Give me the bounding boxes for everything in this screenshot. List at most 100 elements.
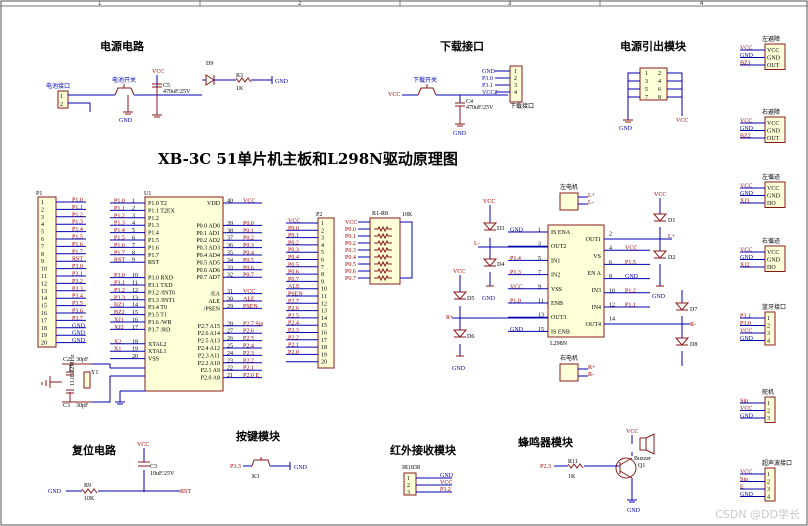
module-pin: 1 — [767, 316, 770, 322]
svg-text:Q1: Q1 — [638, 463, 645, 469]
rarr-net: VCC — [345, 220, 357, 226]
p2-pin-num: 2 — [321, 228, 324, 234]
power-out-gnd: GND — [619, 126, 633, 132]
l298n-left-num: 1 — [538, 228, 541, 234]
mcu-left-net: P1.3 — [114, 221, 125, 227]
p2-net-label: P0.2 — [288, 240, 299, 246]
svg-text:D4: D4 — [497, 262, 504, 268]
module-pin: GND — [767, 129, 781, 135]
c3-val: 30pF — [76, 403, 89, 409]
p1-net-label: P1.4 — [72, 227, 83, 233]
module-pin: GND — [767, 258, 781, 264]
p1-net-label: GND — [72, 338, 86, 344]
c5-ref: C5 — [163, 83, 170, 89]
l298n-right-pin: EN A — [588, 271, 602, 277]
module-net: GND — [740, 53, 754, 59]
svg-text:R-: R- — [690, 322, 696, 328]
p2-pin-num: 4 — [321, 243, 324, 249]
mcu-right-net: P0.3 — [243, 243, 254, 249]
mcu-right-net: P0.6 — [243, 265, 254, 271]
mcu-right-pin: /EA — [210, 292, 220, 298]
module-net: VCC — [740, 184, 752, 190]
mcu-right-net: PSEN — [243, 304, 258, 310]
module-pin: OUT — [767, 136, 780, 142]
heading-download: 下载接口 — [440, 39, 484, 53]
l298n-right-num: 6 — [609, 260, 612, 266]
module-title: 左循迹 — [762, 173, 780, 181]
mcu-right-pin: P0.2 AD2 — [196, 238, 220, 244]
u1-ref: U1 — [144, 191, 151, 197]
l298n-right-net: P1.5 — [625, 260, 636, 266]
mcu-right-net: P2.1 — [243, 366, 254, 372]
l298n-left-pin: IN1 — [551, 258, 560, 264]
svg-text:L+: L+ — [668, 234, 676, 240]
mcu-right-net: P0.4 — [243, 251, 254, 257]
frame-col-4: 4 — [700, 1, 704, 7]
svg-text:2: 2 — [514, 76, 517, 82]
mcu-left-pin: P1.2 — [148, 216, 159, 222]
l298n-left-num: 15 — [538, 327, 544, 333]
module-pin: OUT — [767, 63, 780, 69]
mcu-left-net: BZ1 — [114, 303, 125, 309]
mcu-right-pin: P0.4 AD4 — [196, 253, 220, 259]
p1-pin-num: 3 — [41, 215, 44, 221]
module-pin: 2 — [767, 409, 770, 415]
svg-text:GND: GND — [482, 69, 496, 75]
y1-ref: Y1 — [91, 370, 98, 376]
module-pin: 1 — [767, 401, 770, 407]
p1-net-label: GND — [72, 331, 86, 337]
mcu-right-net: P2.4 — [243, 344, 254, 350]
mcu-left-num: 13 — [132, 295, 138, 301]
svg-text:3: 3 — [407, 490, 410, 496]
p1-net-label: P3.1 — [72, 272, 83, 278]
mcu-left-pin: VSS — [148, 357, 159, 363]
l298n-left-num: 11 — [538, 299, 544, 305]
rarr-net: P0.5 — [345, 262, 356, 268]
heading-power: 电源电路 — [100, 39, 145, 53]
module-pin: 4 — [767, 495, 770, 501]
p2-net-label: P2.1 — [288, 343, 299, 349]
motor-right-label: 右电机 — [560, 354, 578, 362]
mcu-left-net: XJ2 — [114, 325, 124, 331]
mcu-right-pin: P2.4 A12 — [198, 346, 220, 352]
rarr-net: P0.6 — [345, 269, 356, 275]
p1-pin-num: 18 — [41, 326, 47, 332]
download-connector-name: 下载接口 — [510, 102, 534, 110]
p2-net-label: P2.3 — [288, 328, 299, 334]
p2-net-label: P0.5 — [288, 262, 299, 268]
p2-net-label: P0.3 — [288, 248, 299, 254]
mcu-right-pin: ALE — [208, 299, 220, 305]
download-gnd: GND — [453, 131, 467, 137]
c3-reset-ref: C3 — [150, 464, 157, 470]
svg-text:D8: D8 — [690, 342, 697, 348]
svg-text:GND: GND — [294, 465, 308, 471]
svg-text:VCC: VCC — [626, 429, 638, 435]
mcu-left-net: P1.0 — [114, 199, 125, 205]
power-gnd-right: GND — [275, 79, 289, 85]
p2-pin-num: 19 — [321, 352, 327, 358]
p1-pin-num: 16 — [41, 311, 47, 317]
p2-pin-num: 1 — [321, 221, 324, 227]
module-pin: 1 — [767, 472, 770, 478]
p2-net-label: VCC — [288, 219, 300, 225]
l298n-left-pin: VSS — [551, 287, 562, 293]
mcu-right-net: P2.3 — [243, 351, 254, 357]
svg-text:VCC: VCC — [654, 192, 666, 198]
svg-text:VCC: VCC — [137, 442, 149, 448]
svg-text:D5: D5 — [467, 296, 474, 302]
mcu-left-pin: P1.0 T2 — [148, 201, 167, 207]
l298n-right-pin: VS — [593, 254, 601, 260]
svg-text:VCC: VCC — [453, 269, 465, 275]
mcu-right-num: 31 — [227, 289, 233, 295]
heading-reset: 复位电路 — [71, 443, 117, 457]
p1-pin-num: 8 — [41, 252, 44, 258]
l298n-right-pin: IN3 — [592, 288, 601, 294]
l298n-left-pin: ENB — [551, 301, 563, 307]
p1-pin-num: 20 — [41, 341, 47, 347]
module-net: BZ1 — [740, 61, 751, 67]
module-net: GND — [740, 414, 754, 420]
mcu-left-num: 9 — [132, 258, 135, 264]
svg-text:R9: R9 — [84, 483, 91, 489]
